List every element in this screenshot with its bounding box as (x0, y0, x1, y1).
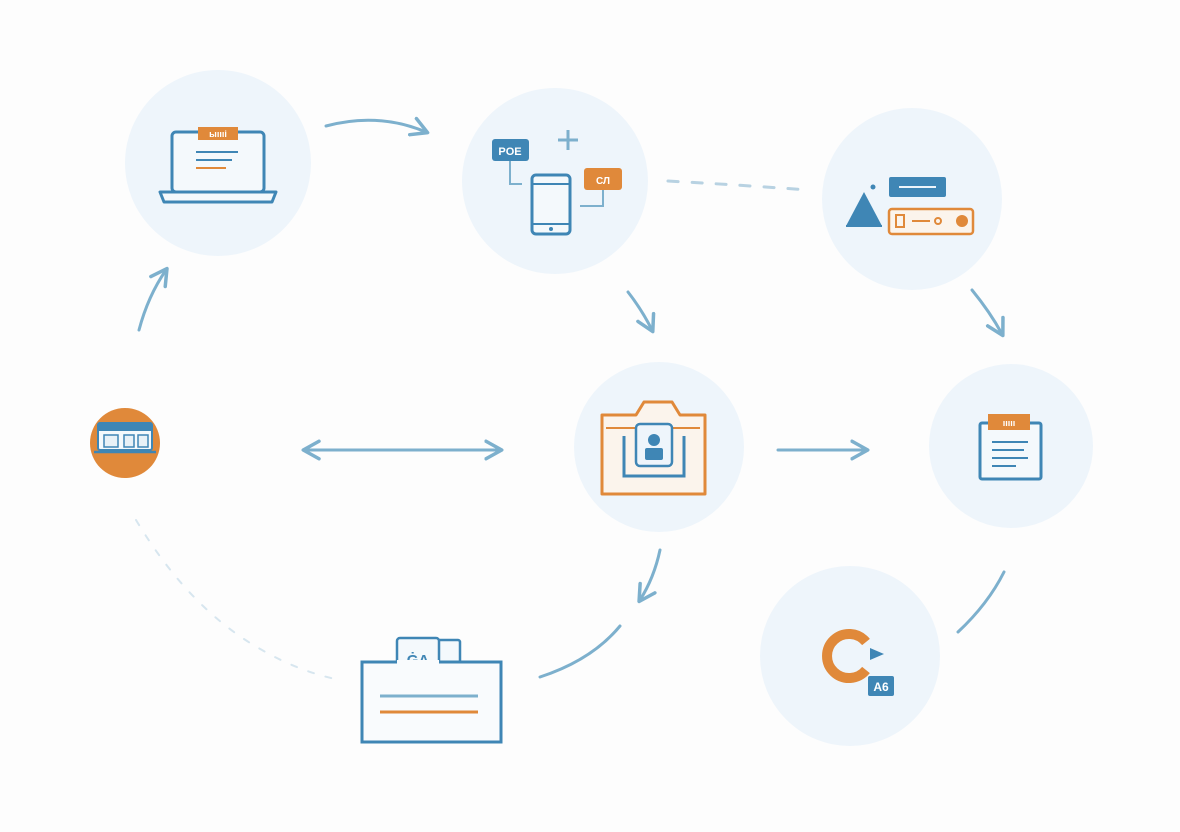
server-node-circle (822, 108, 1002, 290)
arrow-server-to-document (970, 288, 1005, 338)
refresh-badge: A6 (873, 680, 889, 694)
camera-icon (600, 400, 707, 496)
arrow-store-to-laptop (137, 266, 169, 332)
dashed-link-mobile-server (666, 179, 810, 192)
mobile-tag-orange: СЛ (596, 176, 610, 187)
mobile-tag-blue: PОЕ (498, 146, 521, 158)
arrow-camera-to-card (637, 548, 662, 604)
arrow-mobile-to-camera (626, 290, 656, 334)
document-icon: ııııı (978, 414, 1043, 481)
server-rack-icon (846, 177, 975, 236)
curve-card-to-camera (538, 624, 622, 679)
storefront-icon (90, 408, 160, 478)
plus-icon (558, 130, 578, 150)
laptop-icon: ыıııi (158, 127, 278, 204)
refresh-icon: A6 (822, 629, 894, 696)
document-header-tag: ııııı (1003, 418, 1016, 428)
arrow-laptop-to-mobile (324, 116, 430, 137)
refresh-node-circle (760, 566, 940, 746)
curve-refresh-to-document (956, 570, 1006, 634)
card-icon: ĠA (360, 636, 503, 744)
dashed-link-store-card (135, 519, 341, 681)
laptop-screen-tag: ыıııi (209, 129, 227, 139)
smartphone-icon: PОЕ СЛ (492, 130, 622, 236)
